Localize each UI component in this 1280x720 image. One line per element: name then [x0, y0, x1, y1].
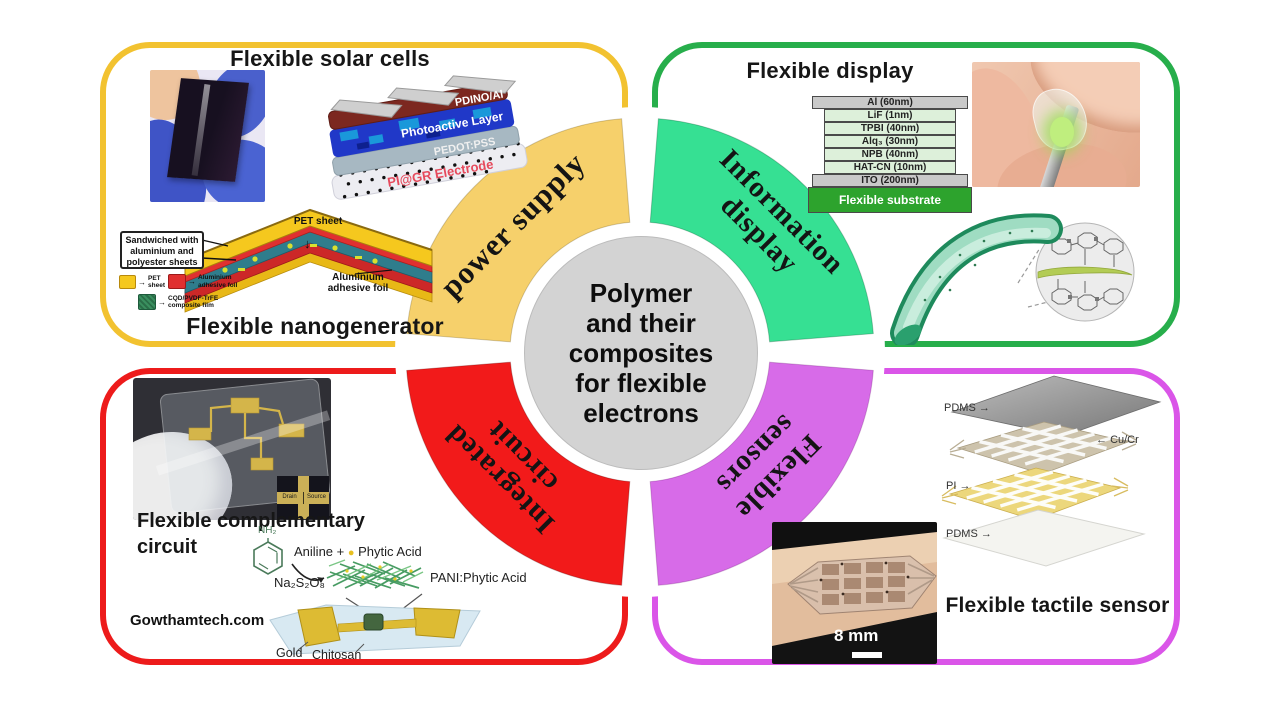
- photo-tactile-sensor-on-skin: 8 mm: [772, 522, 937, 664]
- inset-drain-label: Drain: [282, 494, 297, 500]
- arm-photo-graphic: [772, 522, 937, 664]
- arrow-right-icon: →: [959, 480, 971, 492]
- legend-item-pet: → PET sheet: [119, 275, 167, 290]
- flexible-substrate-sheet-graphic: [890, 213, 1135, 345]
- title-flexible-tactile-sensor: Flexible tactile sensor: [945, 594, 1170, 617]
- arrow-down-icon: ↓: [304, 236, 311, 251]
- legend-item-composite: → CQD/PVDF-TrFE composite film: [138, 294, 234, 310]
- stack-layer: LiF (1nm): [824, 109, 956, 122]
- callout-sandwiched-box: Sandwiched with aluminium and polyester …: [120, 231, 204, 269]
- arrow-right-icon: →: [978, 402, 990, 414]
- legend-item-foil: → Aluminium adhesive foil: [168, 274, 244, 289]
- center-line: electrons: [583, 398, 699, 429]
- stack-layer: ITO (200nm): [812, 174, 968, 187]
- arrow-right-icon: →: [980, 528, 992, 540]
- arc-flexible-sensors: [649, 361, 874, 586]
- arrow-right-icon: →: [138, 277, 146, 287]
- swatch-pet: [119, 275, 136, 290]
- center-line: Polymer: [589, 277, 693, 308]
- scale-bar: [852, 652, 882, 658]
- photo-flexible-display-fingers: [972, 62, 1140, 187]
- title-flexible-complementary-circuit: Flexible complementary circuit: [137, 508, 365, 560]
- label-pet-sheet: PET sheet: [293, 216, 343, 227]
- benzene-ring-graphic: [253, 538, 283, 575]
- title-line: circuit: [137, 536, 198, 558]
- legend-label: Aluminium adhesive foil: [198, 274, 238, 289]
- watermark-text: Gowthamtech.com: [130, 612, 265, 629]
- title-line: Flexible complementary: [137, 510, 365, 532]
- oled-layer-stack: Al (60nm) LiF (1nm) TPBI (40nm) Alq₃ (30…: [808, 96, 972, 213]
- nh2-label: NH₂: [258, 525, 277, 536]
- photo-complementary-circuit: Drain Source: [133, 378, 331, 520]
- title-flexible-display: Flexible display: [746, 58, 914, 83]
- reaction-arrow: [291, 563, 325, 583]
- label-pi: PI →: [946, 480, 970, 492]
- arrow-left-icon: ←: [1096, 434, 1107, 446]
- pi-text: PI: [946, 480, 957, 492]
- tactile-sensor-exploded-graphic: [941, 375, 1162, 567]
- stack-layer: HAT-CN (10nm): [824, 161, 956, 174]
- photo-flexible-solar-cell: [150, 70, 265, 202]
- pdms-text: PDMS: [946, 528, 978, 540]
- gold-label: Gold: [276, 646, 303, 660]
- title-flexible-solar-cells: Flexible solar cells: [230, 46, 430, 71]
- title-flexible-nanogenerator: Flexible nanogenerator: [186, 313, 444, 339]
- phytic-text: Phytic Acid: [358, 544, 422, 559]
- pdms-text: PDMS: [944, 402, 976, 414]
- gold-electrode-pattern: [155, 397, 331, 476]
- cucr-text: Cu/Cr: [1110, 434, 1139, 446]
- oxidant-label: Na₂S₂O₈: [274, 575, 325, 590]
- center-line: and their: [586, 307, 696, 338]
- chitosan-device-graphic: [269, 604, 481, 655]
- label-pdms-bottom: PDMS →: [946, 528, 992, 540]
- label-aluminium-foil: Aluminium adhesive foil: [327, 272, 389, 295]
- scale-bar-text: 8 mm: [834, 626, 879, 645]
- center-line: for flexible: [575, 368, 707, 399]
- green-emission-glow: [1050, 117, 1074, 147]
- pani-product-label: PANI:Phytic Acid: [430, 570, 527, 585]
- stack-layer-substrate: Flexible substrate: [808, 187, 972, 213]
- stack-layer: Alq₃ (30nm): [824, 135, 956, 148]
- arc-integrated-circuit: [406, 361, 631, 586]
- legend-label: PET sheet: [148, 275, 165, 290]
- legend-label: CQD/PVDF-TrFE composite film: [168, 294, 219, 309]
- label-cucr: ← Cu/Cr: [1096, 434, 1139, 446]
- yellow-dot-icon: ●: [347, 547, 355, 559]
- inset-source-label: Source: [306, 494, 326, 500]
- stack-layer: TPBI (40nm): [824, 122, 956, 135]
- arc-information-display: [649, 118, 874, 343]
- stack-layer: NPB (40nm): [824, 148, 956, 161]
- center-line: composites: [568, 337, 714, 368]
- inset-transistor-micrograph: Drain Source: [277, 476, 329, 519]
- arrow-right-icon: →: [188, 277, 196, 286]
- arrow-right-icon: →: [158, 297, 166, 307]
- stack-layer: Al (60nm): [812, 96, 968, 109]
- aniline-text: Aniline +: [294, 544, 345, 559]
- arc-power-supply: [406, 118, 631, 343]
- chitosan-label: Chitosan: [312, 648, 362, 662]
- pani-fiber-mesh-graphic: [326, 559, 424, 589]
- swatch-composite: [138, 294, 156, 310]
- label-pdms-top: PDMS →: [944, 402, 990, 414]
- aniline-phytic-label: Aniline + ● Phytic Acid: [294, 544, 422, 559]
- center-topic-circle: Polymer and their composites for flexibl…: [524, 236, 758, 470]
- inset-gap-line: [302, 492, 304, 504]
- solar-cell-stack-graphic: PDINO/Al Photoactive Layer PEDOT:PSS PI@…: [328, 75, 528, 200]
- swatch-foil: [168, 274, 186, 289]
